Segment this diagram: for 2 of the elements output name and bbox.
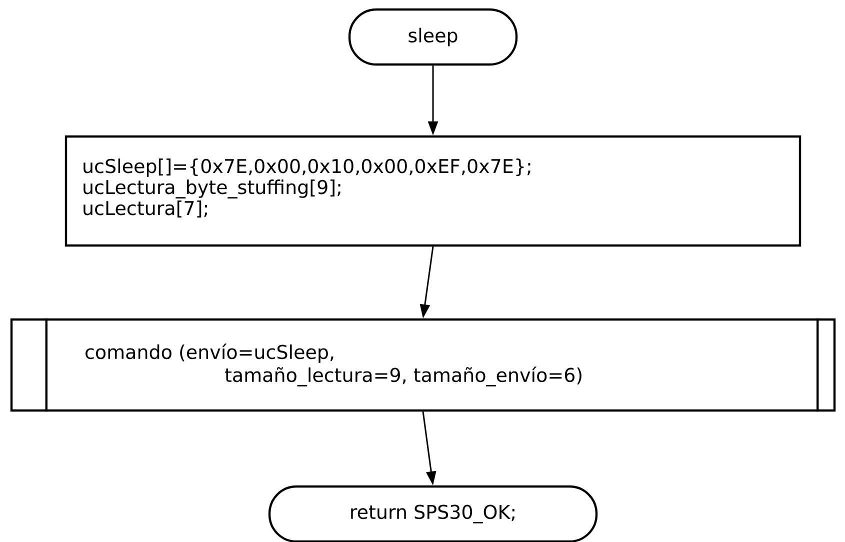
process-box: ucSleep[]={0x7E,0x00,0x10,0x00,0xEF,0x7E}; ucLectura_byte_stuffing[9]; ucLectura[7]; [64, 135, 802, 247]
subroutine-box: comando (envío=ucSleep, tamaño_lectura=9, tamaño_envío=6) [10, 318, 836, 412]
